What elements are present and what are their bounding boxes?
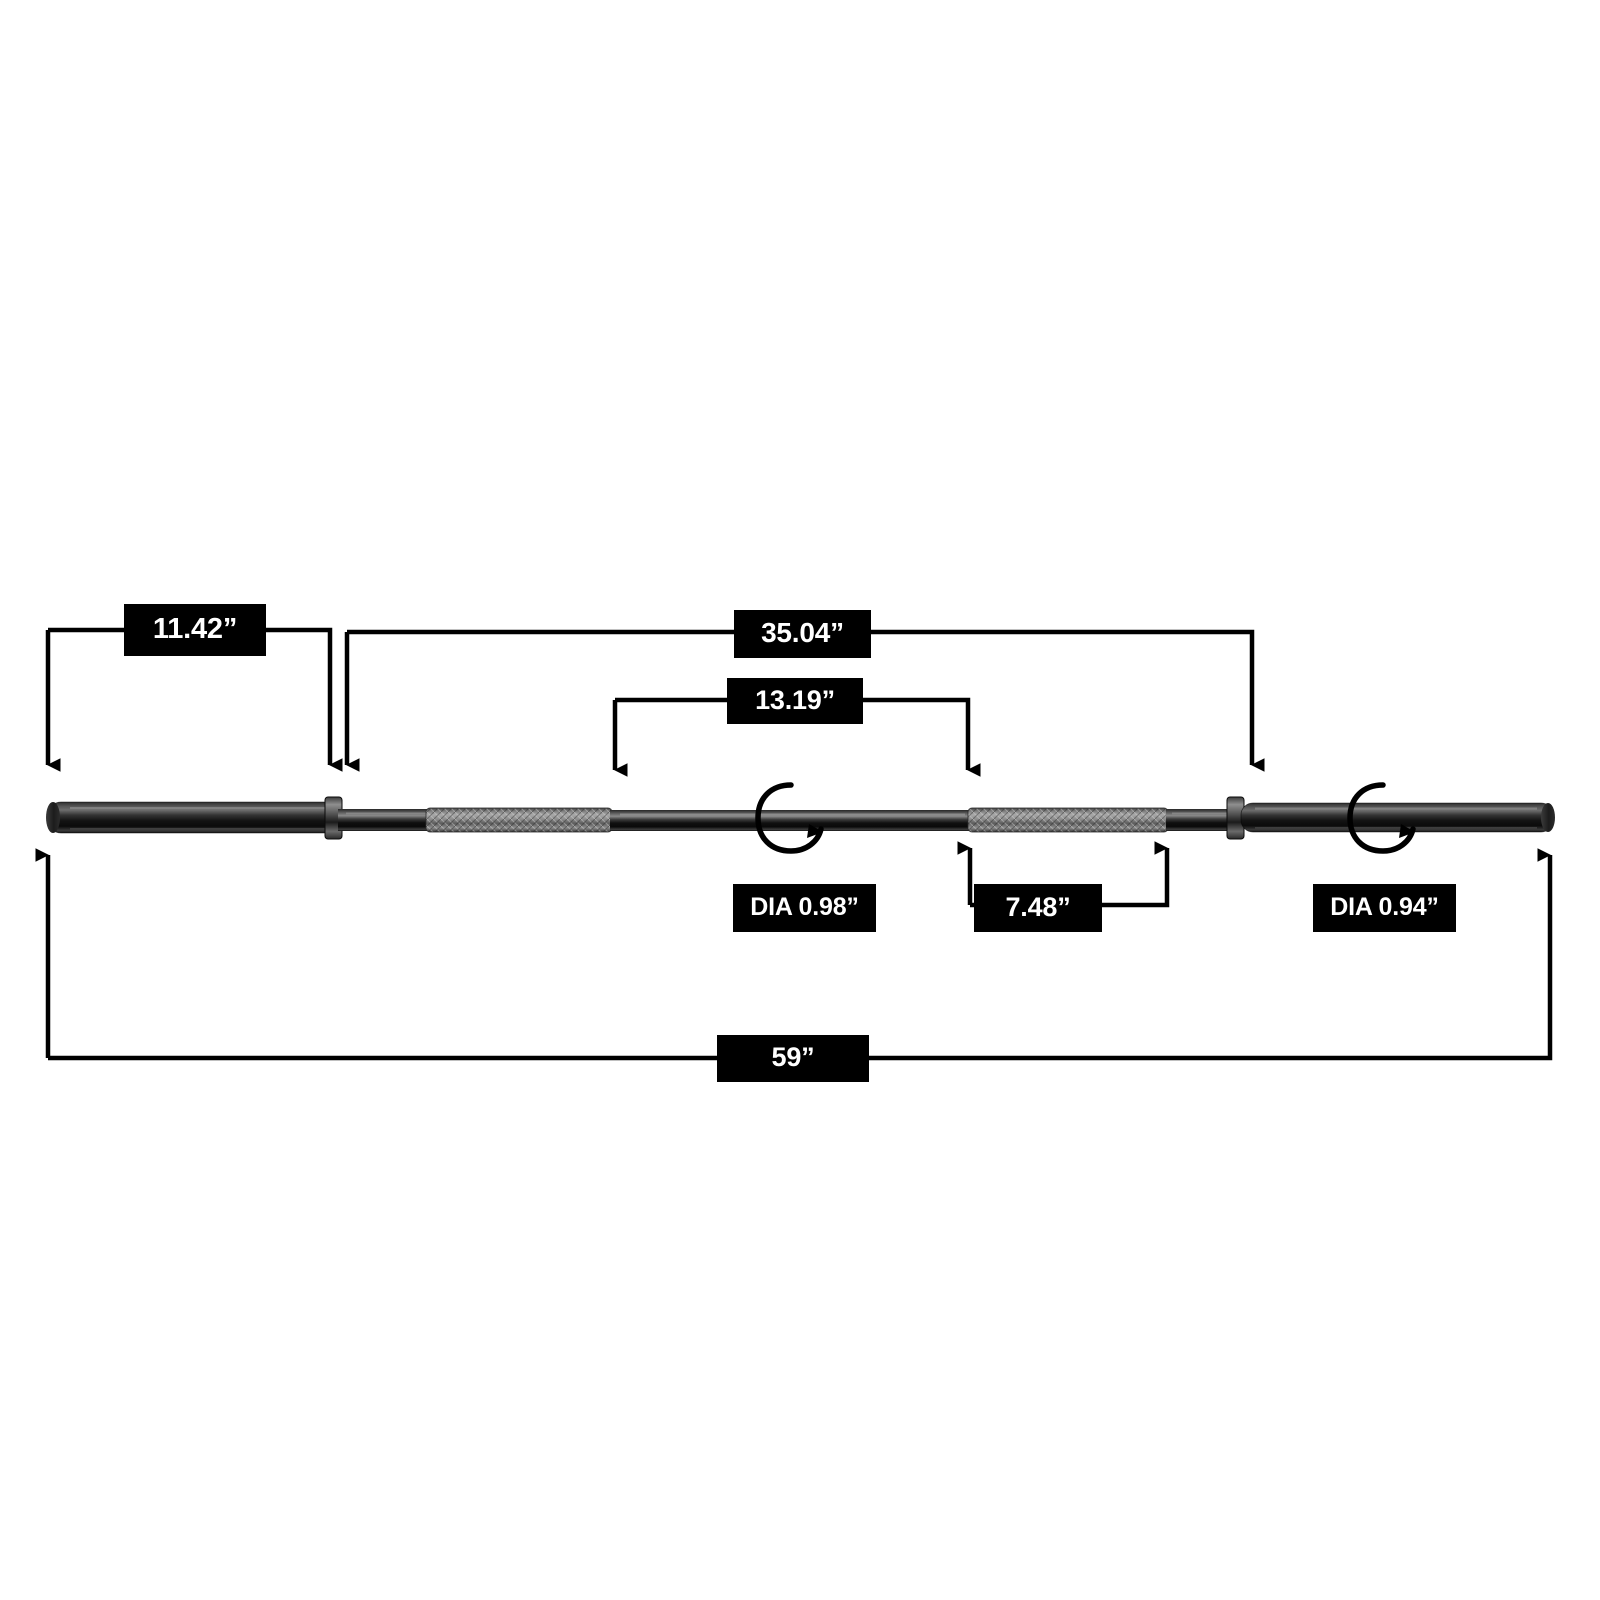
leader-inner-knurl-span [612,697,981,777]
center-shaft [610,810,972,831]
leader-overall-length [35,848,1553,1061]
dimension-label-sleeve-length: 11.42” [124,604,266,656]
dimension-label-overall-length: 59” [717,1035,869,1082]
dimension-label-knurl-band-width: 7.48” [974,884,1102,932]
left-knurl-band [425,807,613,833]
shaft-diameter-indicator [755,782,824,854]
dimension-label-grip-span: 35.04” [734,610,871,658]
leader-grip-span [344,629,1265,772]
barbell-illustration [46,782,1555,854]
left-shaft-segment [338,809,428,831]
dimension-value-overall-length: 59” [771,1042,815,1072]
right-knurl-band [967,807,1169,833]
left-sleeve [46,801,339,834]
dimension-value-shaft-diameter: DIA 0.98” [750,892,859,921]
dimension-label-sleeve-diameter: DIA 0.94” [1313,884,1456,932]
dimension-value-knurl-band-width: 7.48” [1005,891,1071,922]
dimension-value-sleeve-length: 11.42” [152,612,238,645]
dimension-value-inner-knurl-span: 13.19” [755,684,835,715]
sleeve-diameter-indicator [1347,782,1416,854]
dimension-value-grip-span: 35.04” [761,617,844,648]
dimension-leaders [35,627,1553,1061]
right-sleeve [1240,802,1555,833]
dimension-label-inner-knurl-span: 13.19” [727,678,863,724]
dimension-label-shaft-diameter: DIA 0.98” [733,884,876,932]
right-shaft-segment [1166,809,1244,831]
dimension-value-sleeve-diameter: DIA 0.94” [1330,892,1439,921]
